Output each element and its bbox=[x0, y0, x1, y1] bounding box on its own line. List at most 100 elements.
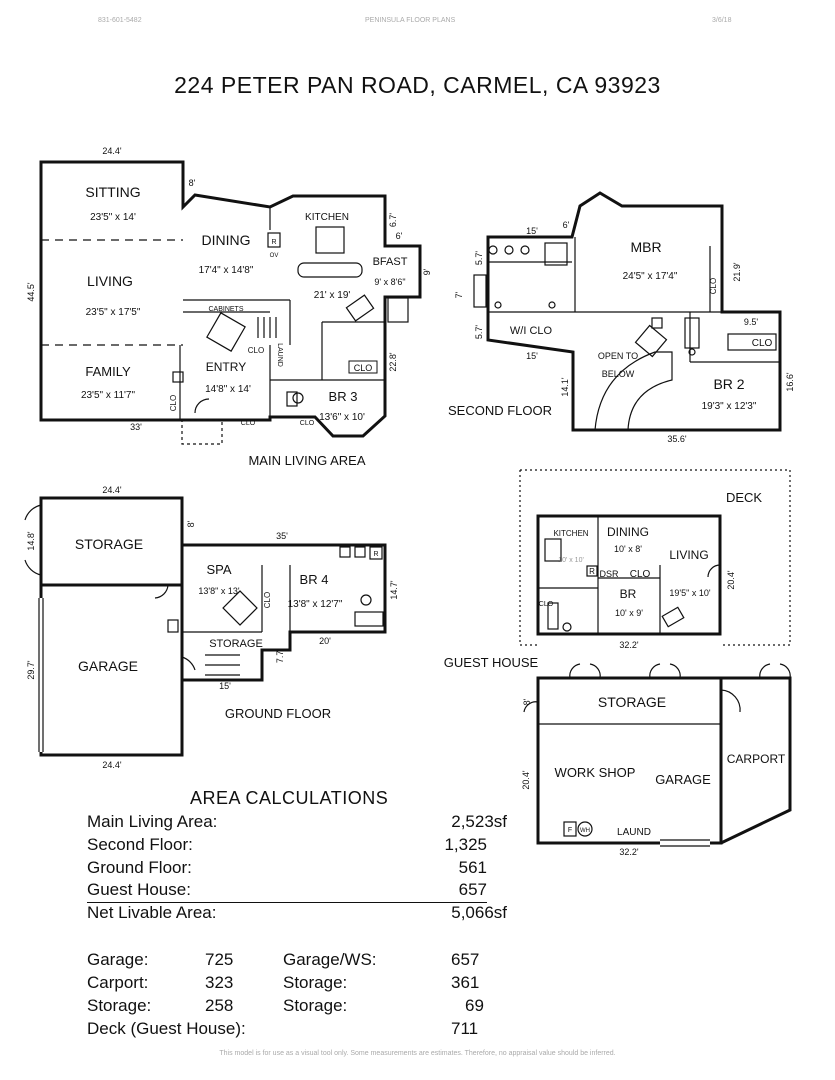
dim-gh-bottom: 32.2' bbox=[619, 640, 639, 650]
gb-laund-label: LAUND bbox=[617, 827, 651, 838]
dim-bfast-side: 9' bbox=[422, 268, 432, 275]
below-label: BELOW bbox=[602, 369, 635, 379]
room-br4: BR 4 bbox=[300, 572, 329, 587]
room-gh-kitchen: KITCHEN bbox=[553, 529, 588, 538]
room-bfast-size: 9' x 8'6" bbox=[374, 277, 405, 287]
room-gb-garage: GARAGE bbox=[655, 772, 711, 787]
garage-building-walls bbox=[536, 676, 792, 845]
ground-floor-label: GROUND FLOOR bbox=[225, 706, 331, 721]
other-value: 725 bbox=[205, 950, 234, 969]
dim-gb-eight: 8' bbox=[522, 698, 532, 705]
dim-stair-side: 14.1' bbox=[560, 377, 570, 397]
dim-2f-bottom-left: 15' bbox=[526, 351, 538, 361]
dim-gf-twenty: 20' bbox=[319, 636, 331, 646]
gh-clo2-label: CLO bbox=[539, 601, 554, 608]
room-gh-dining: DINING bbox=[607, 525, 649, 539]
area-row: Ground Floor: 561 bbox=[87, 858, 507, 880]
br3-clo-label: CLO bbox=[300, 420, 315, 427]
room-br3: BR 3 bbox=[329, 389, 358, 404]
header-date: 3/6/18 bbox=[712, 17, 732, 24]
dim-gf-br4-side: 14.7' bbox=[389, 580, 399, 600]
gh-dsr-label: DSR bbox=[599, 569, 619, 579]
other-label: Storage: bbox=[87, 996, 152, 1015]
area-calculations-title: AREA CALCULATIONS bbox=[190, 788, 389, 808]
room-br2-size: 19'3" x 12'3" bbox=[702, 401, 757, 412]
area-row-value: 5,066sf bbox=[451, 903, 507, 922]
guest-house-label: GUEST HOUSE bbox=[444, 655, 539, 670]
other-value: 323 bbox=[205, 973, 234, 992]
other-value2: 657 bbox=[451, 950, 480, 969]
room-entry-size: 14'8" x 14' bbox=[205, 384, 251, 395]
dim-mbr-side: 21.9' bbox=[732, 262, 742, 282]
deck-area-label: Deck (Guest House): bbox=[87, 1019, 246, 1038]
other-label2: Storage: bbox=[283, 973, 348, 992]
other-label: Carport: bbox=[87, 973, 149, 992]
room-bfast: BFAST bbox=[373, 256, 408, 268]
dim-main-bay: 8' bbox=[189, 178, 196, 188]
area-row-value: 657 bbox=[458, 880, 487, 899]
mbr-clo-label: CLO bbox=[709, 278, 718, 294]
family-clo-label: CLO bbox=[169, 395, 178, 411]
room-gh-br: BR bbox=[620, 587, 637, 601]
dim-gf-spa-top: 35' bbox=[276, 531, 288, 541]
pantry-clo-label: CLO bbox=[354, 363, 373, 373]
cabinets-label: CABINETS bbox=[208, 306, 243, 313]
dim-2f-bottom: 35.6' bbox=[667, 434, 687, 444]
dim-main-height: 44.5' bbox=[26, 282, 36, 302]
br4-fridge-label: R bbox=[373, 551, 378, 558]
room-storage2: STORAGE bbox=[209, 638, 263, 650]
other-value: 258 bbox=[205, 996, 234, 1015]
room-br2: BR 2 bbox=[713, 376, 744, 392]
room-gh-br-size: 10' x 9' bbox=[615, 608, 643, 618]
other-label2: Storage: bbox=[283, 996, 348, 1015]
room-storage: STORAGE bbox=[75, 536, 143, 552]
area-row-label: Second Floor: bbox=[87, 835, 193, 854]
dim-2f-top: 15' bbox=[526, 226, 538, 236]
dim-gh-side: 20.4' bbox=[726, 570, 736, 590]
area-row: Guest House: 657 bbox=[87, 880, 487, 903]
header-phone: 831-601-5482 bbox=[98, 17, 142, 24]
room-dining: DINING bbox=[202, 232, 251, 248]
room-family-size: 23'5" x 11'7" bbox=[81, 390, 136, 401]
room-spa-size: 13'8" x 13' bbox=[198, 586, 239, 596]
dim-gb-bottom: 32.2' bbox=[619, 847, 639, 857]
main-floor-label: MAIN LIVING AREA bbox=[248, 453, 365, 468]
room-gb-storage: STORAGE bbox=[598, 694, 666, 710]
room-living: LIVING bbox=[87, 273, 133, 289]
room-kitchen-size: 21' x 19' bbox=[314, 290, 351, 301]
guest-house-walls bbox=[536, 514, 722, 636]
room-living-size: 23'5" x 17'5" bbox=[86, 307, 141, 318]
other-value2: 69 bbox=[465, 996, 484, 1015]
room-wi-clo: W/I CLO bbox=[510, 325, 553, 337]
dim-2f-mid: 9.5' bbox=[744, 317, 759, 327]
dim-br2-side: 16.6' bbox=[785, 372, 795, 392]
room-gh-dining-size: 10' x 8' bbox=[614, 544, 642, 554]
room-gh-living-size: 19'5" x 10' bbox=[669, 588, 710, 598]
area-row: Second Floor: 1,325 bbox=[87, 835, 507, 857]
second-floor-label: SECOND FLOOR bbox=[448, 403, 552, 418]
deck-label: DECK bbox=[726, 490, 762, 505]
room-carport: CARPORT bbox=[727, 752, 786, 766]
oven-label: OV bbox=[270, 253, 279, 259]
area-row-value: 2,523sf bbox=[451, 812, 507, 831]
area-row-label: Net Livable Area: bbox=[87, 903, 217, 922]
open-to-label: OPEN TO bbox=[598, 351, 638, 361]
room-sitting-size: 23'5" x 14' bbox=[90, 212, 136, 223]
dim-kit-side2: 6' bbox=[396, 231, 403, 241]
dim-gf-garage-side: 29.7' bbox=[26, 660, 36, 680]
dim-pantry-side: 22.8' bbox=[388, 352, 398, 372]
gb-furnace-label: F bbox=[568, 827, 572, 834]
other-value2: 361 bbox=[451, 973, 480, 992]
area-row-label: Guest House: bbox=[87, 880, 191, 899]
area-row: Main Living Area: 2,523sf bbox=[87, 812, 507, 834]
br4-clo-label: CLO bbox=[263, 592, 272, 608]
room-kitchen: KITCHEN bbox=[305, 212, 349, 223]
clo-label: CLO bbox=[248, 346, 264, 355]
dim-gb-side: 20.4' bbox=[521, 770, 531, 790]
dim-gf-top: 24.4' bbox=[102, 485, 122, 495]
dim-gf-eight: 8' bbox=[186, 520, 196, 527]
room-gh-living: LIVING bbox=[669, 548, 708, 562]
room-mbr: MBR bbox=[630, 239, 661, 255]
room-entry: ENTRY bbox=[206, 360, 246, 374]
